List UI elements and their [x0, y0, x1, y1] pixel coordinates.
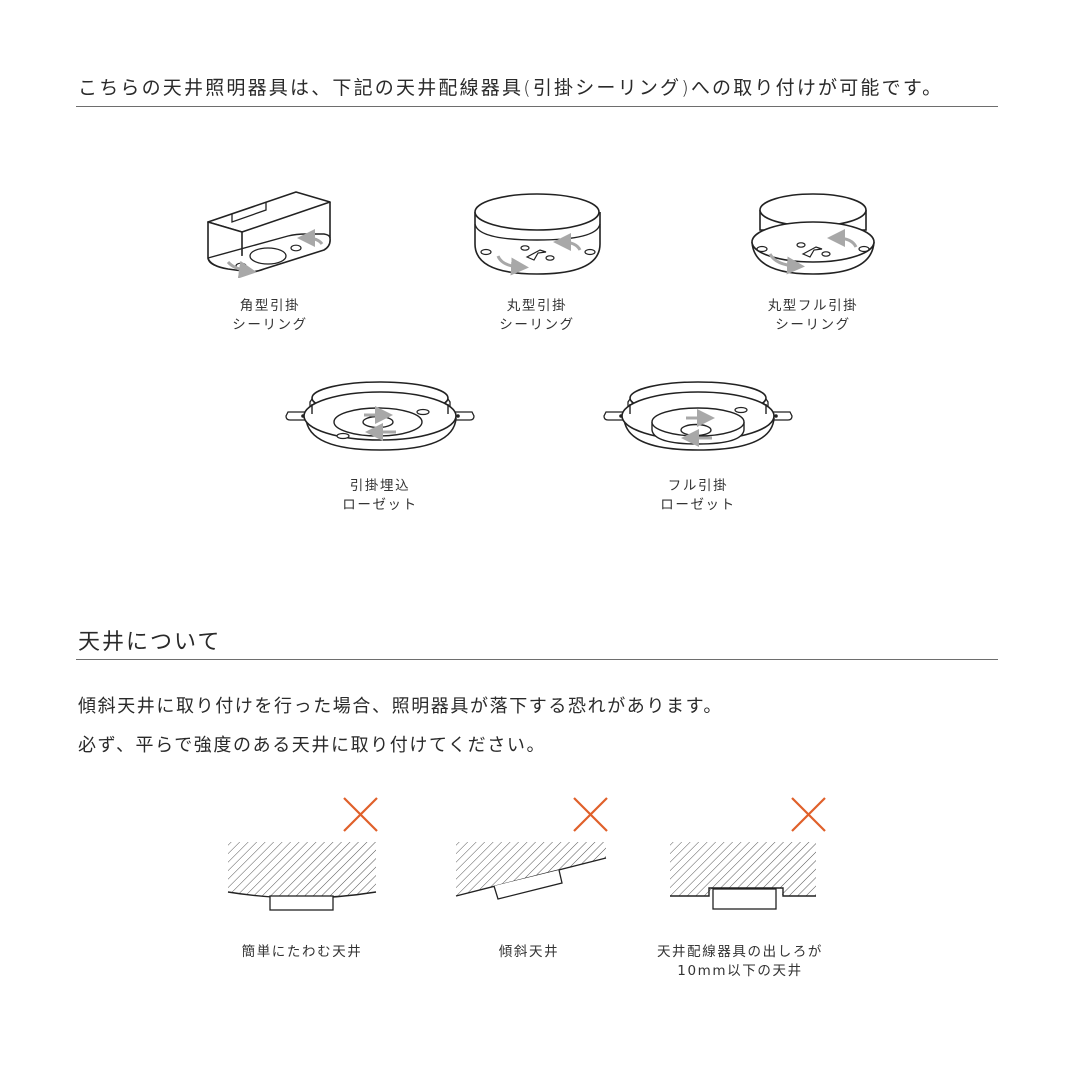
- compatibility-heading: こちらの天井照明器具は、下記の天井配線器具(引掛シーリング)への取り付けが可能で…: [78, 77, 944, 99]
- sloped-ceiling-icon: [454, 796, 614, 906]
- ng-caption: 天井配線器具の出しろが 10mm以下の天井: [656, 944, 824, 979]
- sagging-ceiling-icon: [226, 796, 381, 916]
- fixture-caption: 引掛埋込 ローゼット: [342, 478, 418, 513]
- recessed-ceiling-icon: [668, 796, 828, 916]
- warning-text-line1: 傾斜天井に取り付けを行った場合、照明器具が落下する恐れがあります。: [78, 696, 723, 717]
- full-rosette-icon: [596, 374, 801, 454]
- ng-caption: 簡単にたわむ天井: [241, 944, 363, 960]
- ng-caption: 傾斜天井: [498, 944, 560, 960]
- fixture-caption: 角型引掛 シーリング: [232, 298, 308, 333]
- heading-divider: [76, 106, 998, 107]
- fixture-caption: 丸型フル引掛 シーリング: [767, 298, 859, 333]
- warning-text-line2: 必ず、平らで強度のある天井に取り付けてください。: [78, 735, 547, 756]
- square-ceiling-rosette-icon: [198, 186, 343, 278]
- round-full-ceiling-rosette-icon: [748, 190, 878, 280]
- fixture-caption: 丸型引掛 シーリング: [499, 298, 575, 333]
- round-ceiling-rosette-icon: [470, 190, 605, 280]
- fixture-caption: フル引掛 ローゼット: [660, 478, 736, 513]
- ceiling-section-heading: 天井について: [78, 630, 222, 655]
- section-divider: [76, 659, 998, 660]
- embedded-rosette-icon: [278, 374, 483, 454]
